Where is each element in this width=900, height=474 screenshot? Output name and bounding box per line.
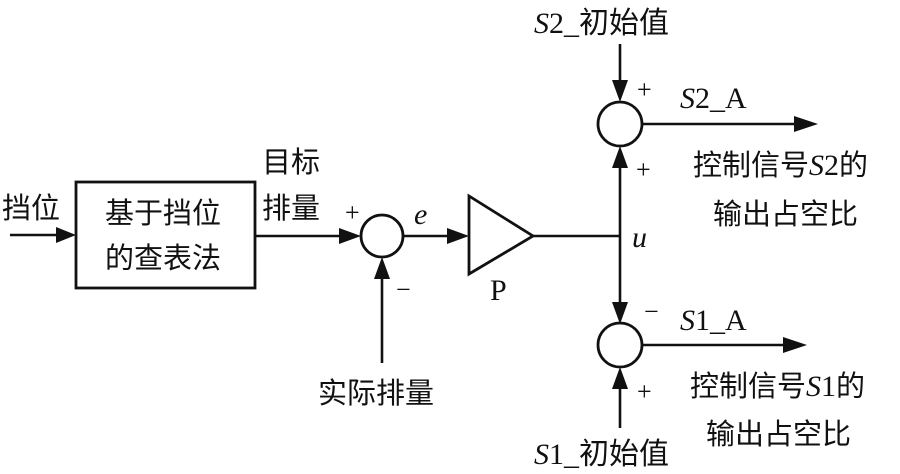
gain-block-triangle: [467, 193, 536, 277]
s2-sum-top-sign: +: [637, 75, 652, 104]
actual-displacement-label: 实际排量: [318, 376, 434, 410]
s2-description-line1: 控制信号S2的: [693, 148, 868, 182]
s2-initial-arrowhead: [612, 80, 628, 102]
s1-initial-arrowhead: [612, 367, 628, 389]
s2-description-line2: 输出占空比: [713, 197, 858, 231]
s1-output-arrowhead: [783, 337, 807, 353]
target-displacement-label-line1: 目标: [262, 145, 320, 179]
lookup-block-line1: 基于挡位: [105, 196, 221, 230]
error-signal-label: e: [414, 198, 427, 231]
target-displacement-label-line2: 排量: [262, 191, 320, 225]
error-signal-arrowhead: [447, 228, 469, 244]
s1-summing-junction: [596, 321, 644, 369]
s1-initial-label: S1_初始值: [534, 438, 669, 471]
s1-sum-bottom-sign: +: [637, 377, 652, 406]
s2-output-arrowhead: [794, 116, 818, 132]
error-summing-junction: [359, 213, 405, 259]
target-displacement-arrowhead: [339, 228, 361, 244]
error-sum-plus-sign: +: [345, 198, 360, 227]
error-sum-minus-sign: −: [396, 275, 411, 304]
s1-description-line1: 控制信号S1的: [690, 369, 865, 403]
s2-sum-bottom-sign: +: [636, 155, 651, 184]
control-signal-label: u: [632, 221, 647, 254]
s2-initial-label: S2_初始值: [534, 7, 669, 40]
actual-displacement-arrowhead: [374, 257, 390, 279]
gear-input-label: 挡位: [2, 191, 60, 225]
s2-summing-junction: [596, 100, 644, 148]
gain-block-label: P: [490, 274, 507, 307]
lookup-block-line2: 的查表法: [105, 241, 221, 275]
s1-description-line2: 输出占空比: [706, 417, 851, 451]
s2-output-label: S2_A: [680, 82, 747, 115]
s1-output-label: S1_A: [680, 304, 747, 337]
gear-input-arrowhead: [56, 227, 76, 243]
u-to-s1-arrowhead: [612, 302, 628, 324]
s1-sum-top-sign: −: [644, 297, 659, 326]
u-to-s2-arrowhead: [612, 146, 628, 168]
